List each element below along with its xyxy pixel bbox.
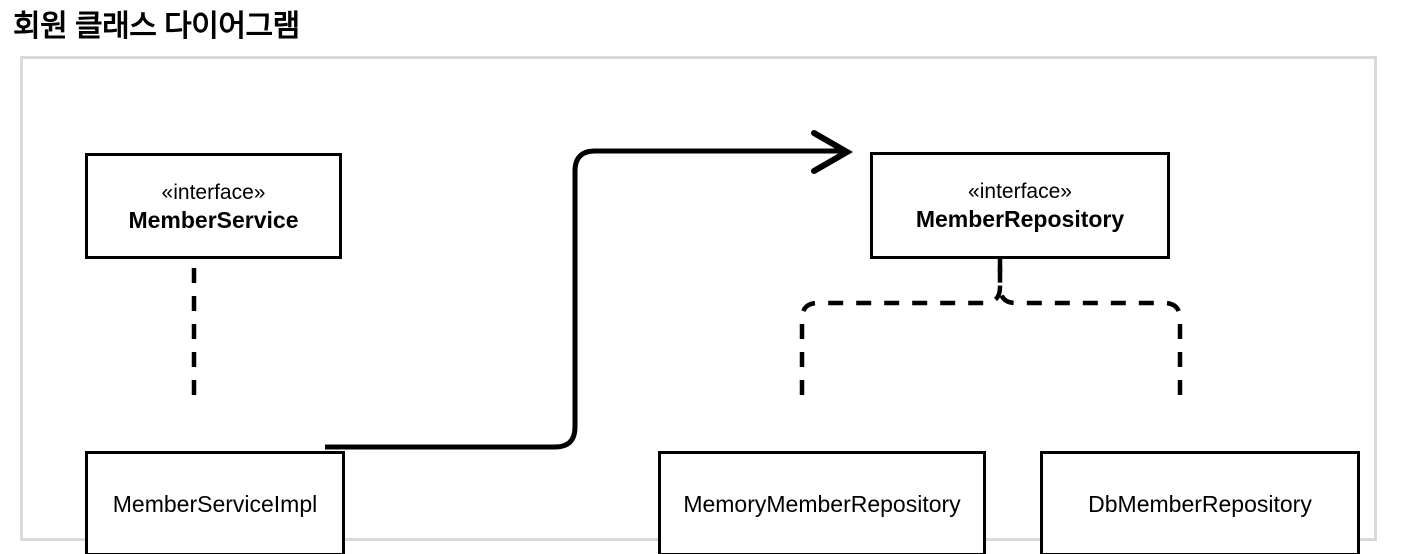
class-name: MemoryMemberRepository bbox=[683, 490, 961, 517]
class-box-member-service-impl: MemberServiceImpl bbox=[85, 451, 345, 554]
page-title: 회원 클래스 다이어그램 bbox=[13, 10, 300, 43]
stereotype-label: «interface» bbox=[968, 180, 1072, 203]
class-box-member-repository: «interface» MemberRepository bbox=[870, 152, 1170, 259]
class-name: DbMemberRepository bbox=[1088, 490, 1312, 517]
stereotype-label: «interface» bbox=[161, 180, 266, 204]
class-name: MemberServiceImpl bbox=[112, 490, 318, 517]
diagram-canvas: MemberRepository (solid rounded elbow + … bbox=[20, 56, 1377, 554]
edge-memorymemberrepository-realizes-memberrepository bbox=[799, 246, 1003, 395]
class-box-member-service: «interface» MemberService bbox=[85, 153, 342, 259]
class-box-db-member-repository: DbMemberRepository bbox=[1040, 451, 1360, 554]
edge-memberserviceimpl-depends-memberrepository bbox=[325, 130, 854, 450]
class-name: MemberService bbox=[128, 206, 299, 233]
class-name: MemberRepository bbox=[915, 206, 1125, 232]
class-box-memory-member-repository: MemoryMemberRepository bbox=[658, 451, 986, 554]
